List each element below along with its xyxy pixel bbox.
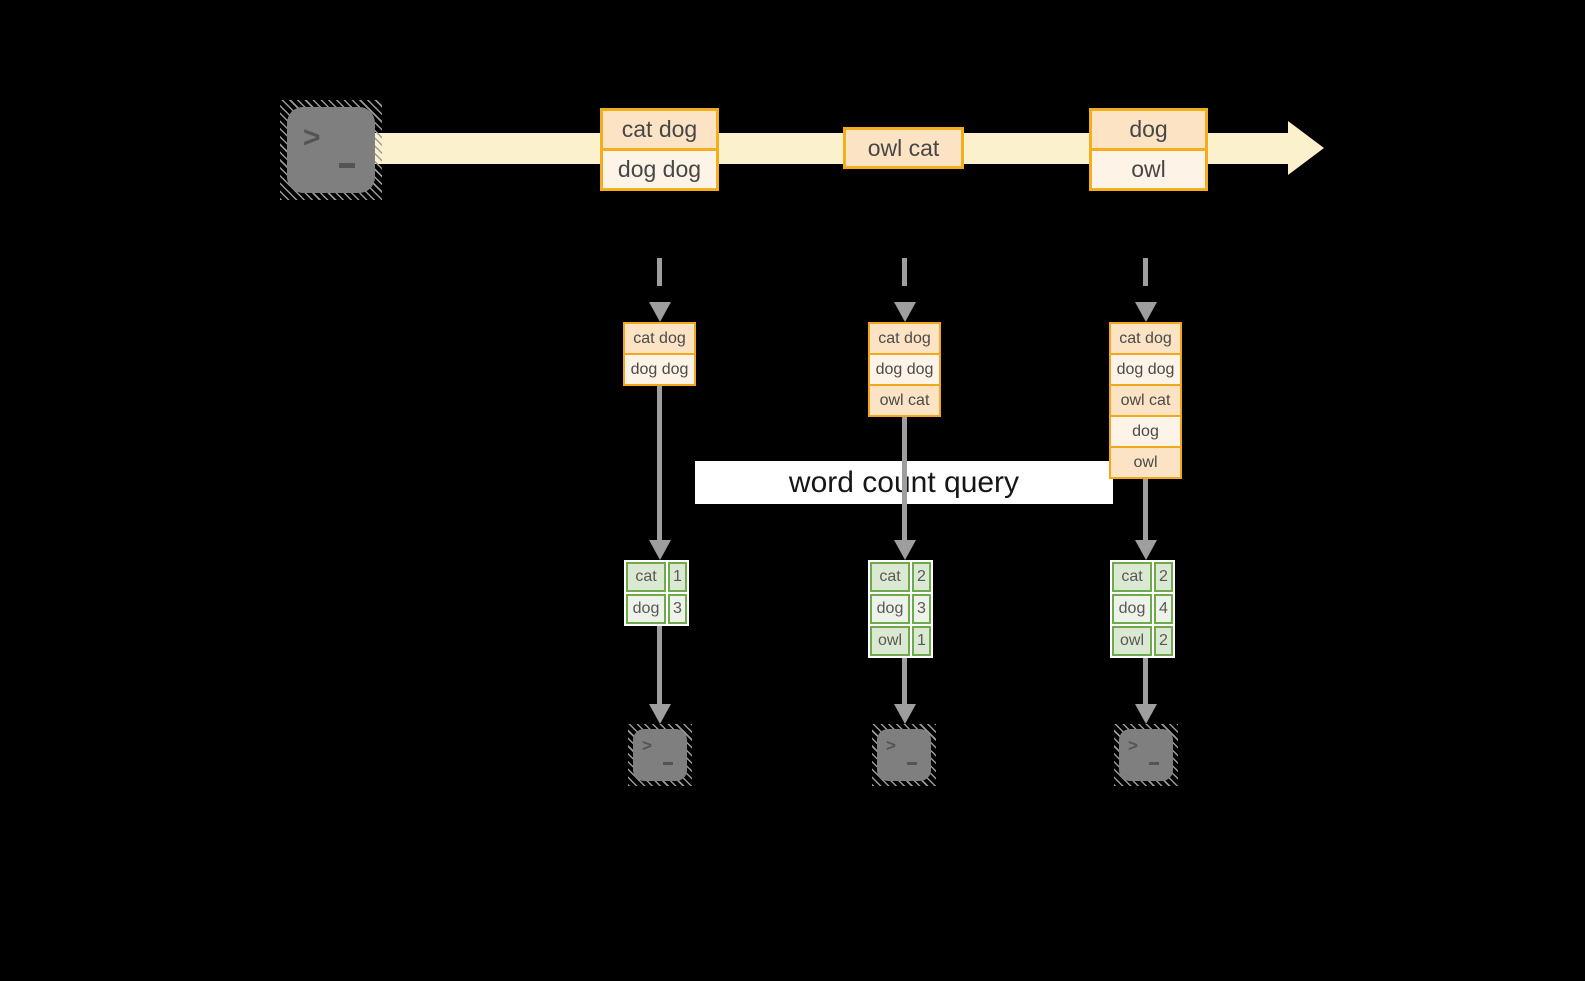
output-arrow-line xyxy=(657,626,662,704)
dashed-arrowhead-icon xyxy=(894,302,916,322)
count-cell: 1 xyxy=(912,626,931,656)
dashed-arrowhead-icon xyxy=(649,302,671,322)
output-terminal-icon: > xyxy=(872,724,936,786)
log-row: dog xyxy=(1111,415,1180,446)
dashed-arrow-line xyxy=(1143,258,1148,304)
word-count-table-3: cat 2 dog 4 owl 2 xyxy=(1110,560,1175,658)
word-count-table-2: cat 2 dog 3 owl 1 xyxy=(868,560,933,658)
stream-record: cat dog xyxy=(603,111,716,148)
terminal-prompt-icon: > xyxy=(1128,736,1138,755)
record-log-stack-1: cat dog dog dog xyxy=(623,322,696,386)
word-cell: owl xyxy=(1112,626,1152,656)
terminal-prompt-icon: > xyxy=(642,736,652,755)
terminal-screen: > xyxy=(633,729,687,781)
terminal-screen: > xyxy=(1119,729,1173,781)
word-cell: cat xyxy=(626,562,666,592)
word-cell: owl xyxy=(870,626,910,656)
log-row: cat dog xyxy=(1111,324,1180,353)
record-log-stack-2: cat dog dog dog owl cat xyxy=(868,322,941,417)
record-log-stack-3: cat dog dog dog owl cat dog owl xyxy=(1109,322,1182,479)
output-arrowhead-icon xyxy=(894,704,916,724)
stream-arrowhead-icon xyxy=(1288,121,1324,175)
word-count-table-1: cat 1 dog 3 xyxy=(624,560,689,626)
terminal-cursor-icon xyxy=(663,762,673,765)
output-arrow-line xyxy=(1143,658,1148,704)
dashed-arrowhead-icon xyxy=(1135,302,1157,322)
stream-record: owl cat xyxy=(846,130,961,166)
count-cell: 3 xyxy=(668,594,687,624)
count-cell: 2 xyxy=(912,562,931,592)
output-terminal-icon: > xyxy=(628,724,692,786)
query-arrow-line xyxy=(657,386,662,540)
word-cell: dog xyxy=(626,594,666,624)
output-arrow-line xyxy=(902,658,907,704)
terminal-prompt-icon: > xyxy=(303,121,321,154)
terminal-cursor-icon xyxy=(339,163,355,168)
log-row: owl xyxy=(1111,446,1180,477)
log-row: owl cat xyxy=(1111,384,1180,415)
source-terminal-icon: > xyxy=(280,100,382,200)
word-cell: dog xyxy=(870,594,910,624)
dashed-arrow-line xyxy=(657,258,662,304)
log-row: dog dog xyxy=(870,353,939,384)
word-cell: cat xyxy=(870,562,910,592)
query-arrowhead-icon xyxy=(894,540,916,560)
terminal-cursor-icon xyxy=(1149,762,1159,765)
stream-record: dog dog xyxy=(603,148,716,188)
count-cell: 4 xyxy=(1154,594,1173,624)
stream-record: dog xyxy=(1092,111,1205,148)
log-row: cat dog xyxy=(625,324,694,353)
count-cell: 2 xyxy=(1154,626,1173,656)
output-terminal-icon: > xyxy=(1114,724,1178,786)
query-arrow-line xyxy=(1143,479,1148,540)
word-cell: cat xyxy=(1112,562,1152,592)
stream-record-batch-1: cat dog dog dog xyxy=(600,108,719,191)
terminal-cursor-icon xyxy=(907,762,917,765)
stream-record-batch-2: owl cat xyxy=(843,127,964,169)
word-cell: dog xyxy=(1112,594,1152,624)
terminal-screen: > xyxy=(877,729,931,781)
output-arrowhead-icon xyxy=(1135,704,1157,724)
stream-record-batch-3: dog owl xyxy=(1089,108,1208,191)
count-cell: 3 xyxy=(912,594,931,624)
query-arrowhead-icon xyxy=(649,540,671,560)
log-row: dog dog xyxy=(1111,353,1180,384)
stream-record: owl xyxy=(1092,148,1205,188)
output-arrowhead-icon xyxy=(649,704,671,724)
count-cell: 2 xyxy=(1154,562,1173,592)
log-row: dog dog xyxy=(625,353,694,384)
log-row: owl cat xyxy=(870,384,939,415)
terminal-prompt-icon: > xyxy=(886,736,896,755)
terminal-screen: > xyxy=(287,107,375,193)
query-arrow-line xyxy=(902,417,907,540)
query-arrowhead-icon xyxy=(1135,540,1157,560)
count-cell: 1 xyxy=(668,562,687,592)
dashed-arrow-line xyxy=(902,258,907,304)
log-row: cat dog xyxy=(870,324,939,353)
